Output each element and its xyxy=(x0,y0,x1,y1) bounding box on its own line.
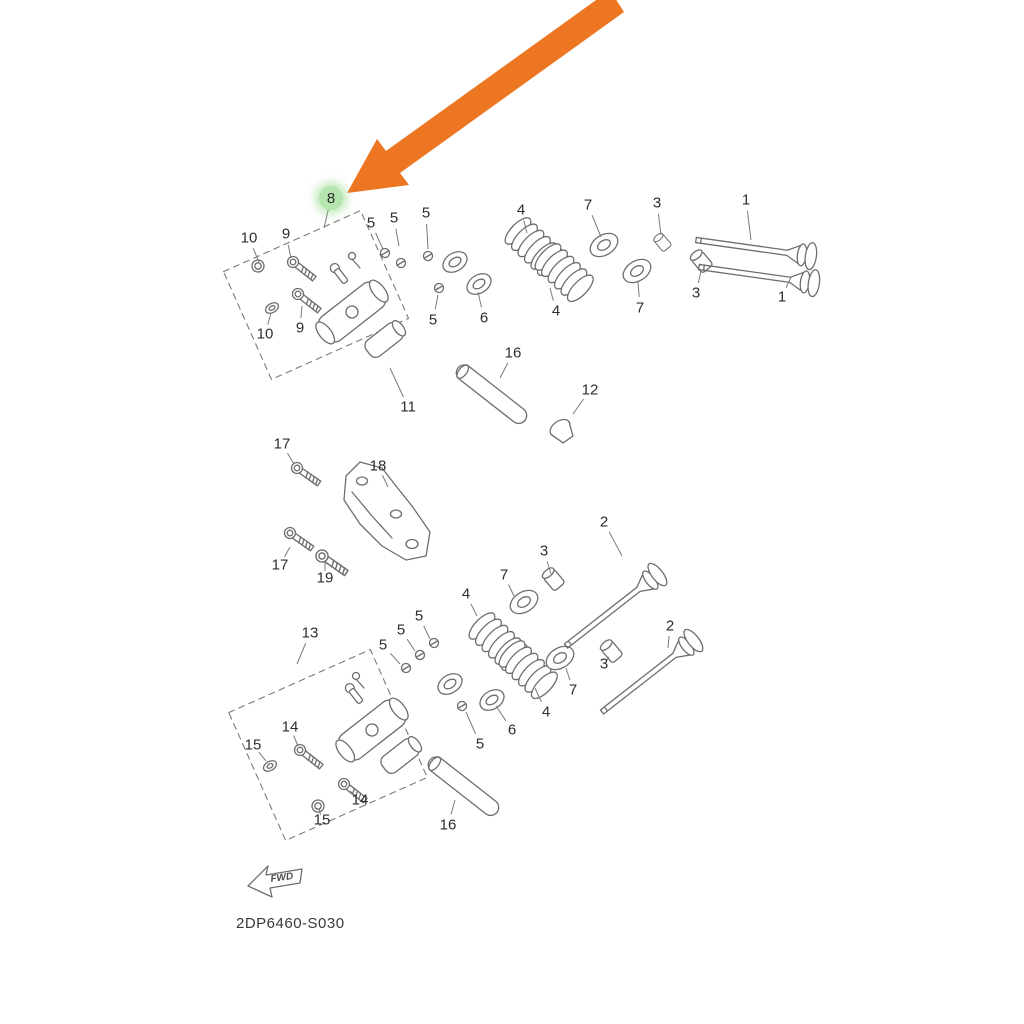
keeper-part-5 xyxy=(399,661,413,675)
bushing-part-3 xyxy=(651,231,673,253)
bolt-part-9 xyxy=(289,285,324,316)
fwd-direction-icon: FWD xyxy=(247,865,303,898)
bottom-valve-train-assembly xyxy=(228,559,707,842)
seat-part-6 xyxy=(438,246,472,278)
keeper-part-5 xyxy=(455,699,469,713)
bolt-part-17 xyxy=(281,524,316,554)
top-valve-train-assembly xyxy=(222,210,822,444)
nut-part-10 xyxy=(251,259,265,273)
cup-part-12 xyxy=(549,418,574,444)
top-rocker-dashed-box xyxy=(222,210,410,380)
retainer-part-7 xyxy=(618,253,656,289)
nut-part-15 xyxy=(311,799,325,813)
bolt-part-14 xyxy=(335,775,370,806)
seat-part-6 xyxy=(433,668,467,700)
washer-part-10 xyxy=(263,299,281,317)
seat-part-6 xyxy=(475,684,509,716)
valve-part-2 xyxy=(557,559,671,658)
callout-leader-lines xyxy=(252,208,792,816)
bolt-part-9 xyxy=(284,253,319,284)
keeper-part-5 xyxy=(413,648,427,662)
rocker-arm-part-8-11 xyxy=(315,251,407,359)
bracket-group xyxy=(281,459,431,579)
keeper-part-5 xyxy=(378,246,392,260)
shaft-part-16 xyxy=(452,361,531,428)
washer-part-15 xyxy=(261,757,279,775)
bushing-part-3 xyxy=(539,565,566,593)
fwd-label: FWD xyxy=(270,871,294,885)
bracket-part-18 xyxy=(343,461,431,561)
pointer-arrow xyxy=(347,0,624,193)
shaft-part-16 xyxy=(424,753,503,820)
rocker-arm-part-13 xyxy=(335,671,423,775)
keeper-part-5 xyxy=(394,256,408,270)
bolt-part-14 xyxy=(291,741,326,772)
retainer-part-7 xyxy=(585,227,623,263)
bolt-part-19 xyxy=(312,546,351,579)
keeper-part-5 xyxy=(421,249,435,263)
bolt-part-17 xyxy=(288,459,323,489)
keeper-part-5 xyxy=(432,281,446,295)
diagram-code: 2DP6460-S030 xyxy=(236,915,345,932)
bushing-part-3 xyxy=(597,637,624,665)
